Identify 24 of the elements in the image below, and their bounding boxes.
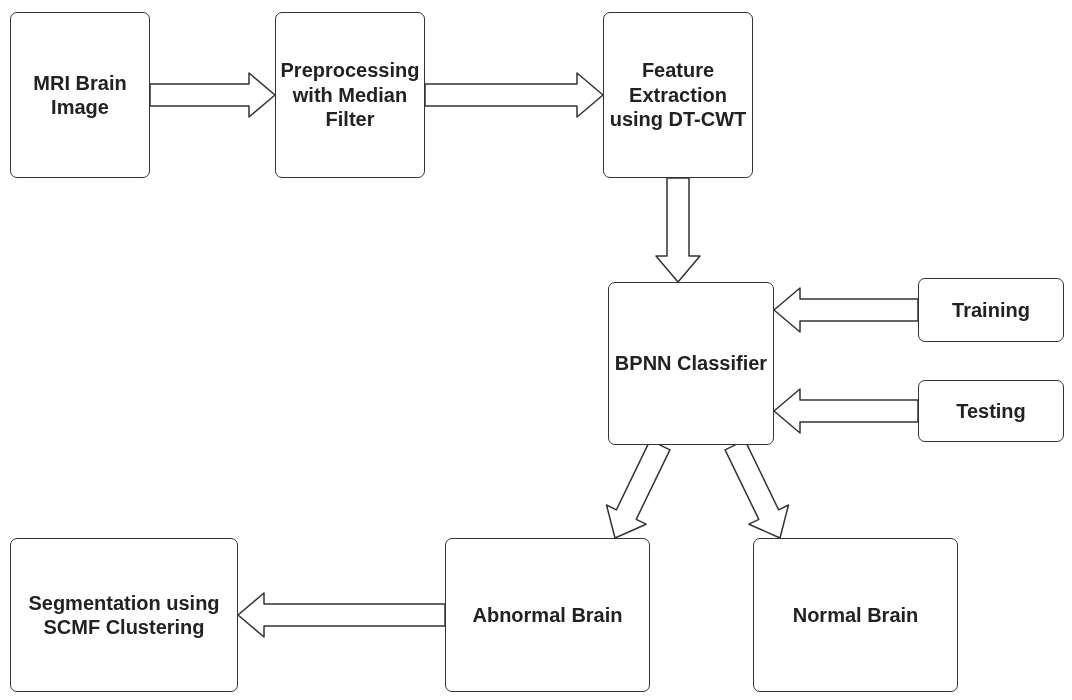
box-label: Preprocessing with Median Filter	[280, 58, 420, 132]
box-label: Testing	[956, 398, 1026, 424]
box-label: Normal Brain	[792, 602, 919, 628]
block-arrow	[655, 177, 701, 283]
box-label: Training	[952, 297, 1030, 323]
block-arrow	[773, 287, 919, 333]
process-box	[10, 538, 238, 692]
block-arrow	[773, 388, 919, 434]
process-box	[918, 278, 1064, 342]
box-label: MRI Brain Image	[32, 70, 128, 120]
block-arrow	[424, 72, 604, 118]
box-label: Abnormal Brain	[472, 602, 623, 628]
box-label: Feature Extraction using DT-CWT	[608, 58, 748, 132]
process-box	[275, 12, 425, 178]
process-box	[603, 12, 753, 178]
process-box	[753, 538, 958, 692]
block-arrow	[237, 592, 446, 638]
box-label: BPNN Classifier	[614, 351, 768, 376]
process-box	[608, 282, 774, 445]
block-arrow	[149, 72, 276, 118]
box-label: Segmentation using SCMF Clustering	[27, 590, 221, 640]
process-box	[10, 12, 150, 178]
process-box	[918, 380, 1064, 442]
process-box	[445, 538, 650, 692]
